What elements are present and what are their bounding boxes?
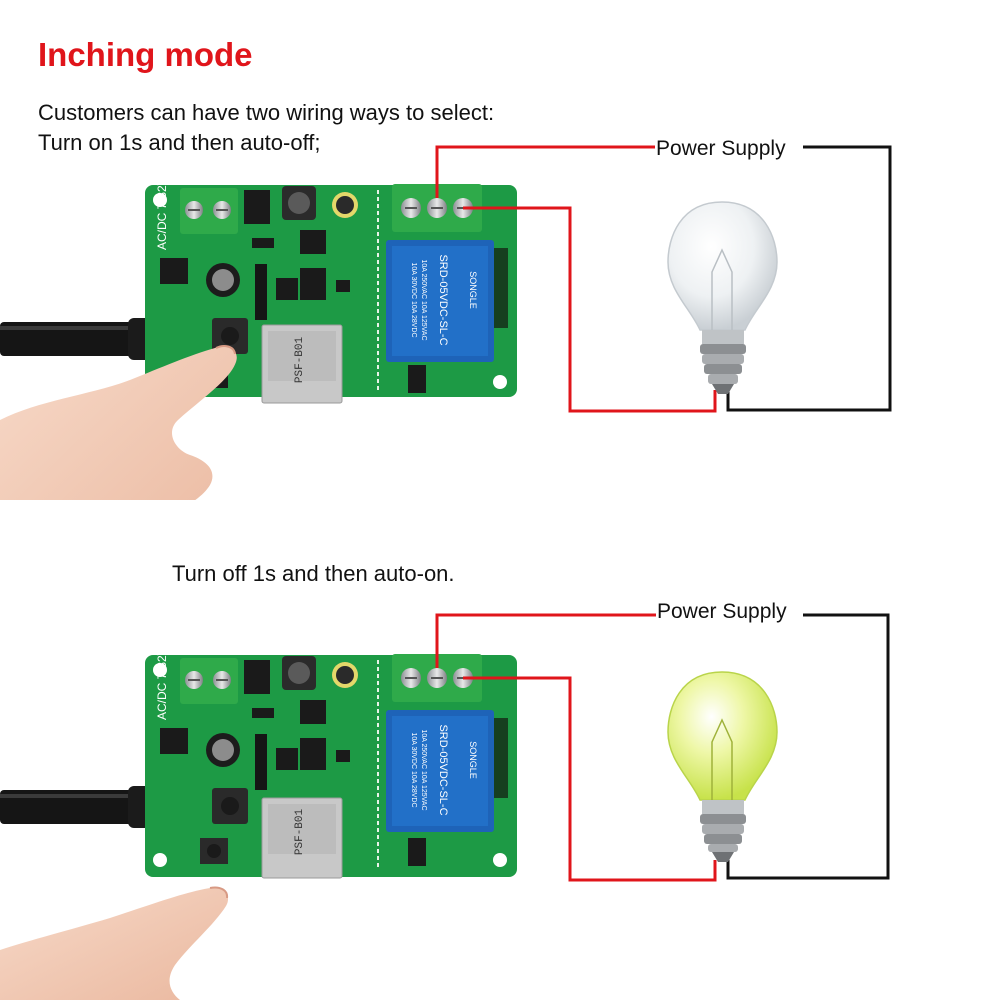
board-voltage-label: AC/DC 7-32V bbox=[155, 647, 169, 720]
relay-rating-2: 10A 30VDC 10A 28VDC bbox=[410, 732, 417, 807]
relay-rating-1: 10A 250VAC 10A 125VAC bbox=[420, 259, 427, 340]
power-supply-label-top: Power Supply bbox=[655, 137, 787, 161]
wiring-diagram-auto-on: AC/DC 7-32V PSF-B01 bbox=[0, 613, 890, 1000]
page-title: Inching mode bbox=[38, 36, 253, 73]
intro-line-1: Customers can have two wiring ways to se… bbox=[38, 100, 495, 125]
relay-model-label: SRD-05VDC-SL-C bbox=[437, 724, 449, 815]
relay: SRD-05VDC-SL-C SONGLE 10A 250VAC 10A 125… bbox=[386, 710, 494, 832]
light-bulb-off-icon bbox=[667, 201, 778, 394]
wifi-module: PSF-B01 bbox=[261, 324, 343, 404]
relay-brand-label: SONGLE bbox=[468, 271, 478, 309]
wiring-diagram-auto-off: AC/DC 7-32V PSF-B01 bbox=[0, 145, 892, 500]
pointing-hand bbox=[0, 345, 237, 500]
relay: SRD-05VDC-SL-C SONGLE 10A 250VAC 10A 125… bbox=[386, 240, 494, 362]
wifi-module: PSF-B01 bbox=[261, 797, 343, 879]
intro-line-2: Turn on 1s and then auto-off; bbox=[38, 130, 321, 155]
circuit-wires bbox=[435, 145, 892, 413]
pointing-hand bbox=[0, 886, 229, 1000]
relay-rating-2: 10A 30VDC 10A 28VDC bbox=[410, 262, 417, 337]
wifi-module-label: PSF-B01 bbox=[294, 337, 306, 384]
usb-cable bbox=[0, 786, 170, 828]
relay-module-board: AC/DC 7-32V PSF-B01 bbox=[145, 647, 517, 879]
relay-module-board: AC/DC 7-32V PSF-B01 bbox=[145, 177, 517, 404]
power-supply-label-bottom: Power Supply bbox=[656, 600, 788, 624]
board-voltage-label: AC/DC 7-32V bbox=[155, 177, 169, 250]
relay-rating-1: 10A 250VAC 10A 125VAC bbox=[420, 729, 427, 810]
mode-2-label: Turn off 1s and then auto-on. bbox=[172, 561, 455, 586]
circuit-wires bbox=[435, 613, 890, 882]
relay-model-label: SRD-05VDC-SL-C bbox=[437, 254, 449, 345]
light-bulb-on-icon bbox=[667, 671, 778, 862]
wifi-module-label: PSF-B01 bbox=[294, 809, 306, 856]
relay-brand-label: SONGLE bbox=[468, 741, 478, 779]
usb-cable bbox=[0, 318, 170, 360]
